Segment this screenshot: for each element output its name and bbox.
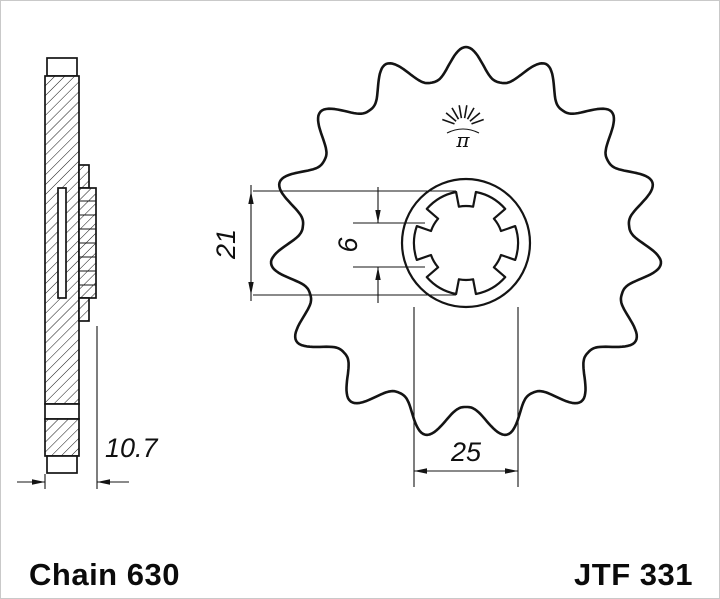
- spline-bore: [412, 190, 520, 296]
- hub-circle: [400, 177, 532, 309]
- front-view: [269, 45, 663, 437]
- arrowhead: [248, 191, 254, 204]
- arrowhead: [375, 210, 381, 223]
- arrowhead: [414, 468, 427, 474]
- logo-ray: [442, 118, 455, 125]
- side-spline-serrations: [79, 200, 96, 286]
- side-bottom-tooth: [46, 455, 78, 474]
- logo-ray: [469, 112, 481, 122]
- dim-bore-diameter-label: 25: [450, 437, 482, 467]
- logo-ray: [451, 107, 460, 120]
- dimension-bore-diameter: 25: [413, 307, 519, 487]
- side-hub-step-top: [78, 164, 90, 189]
- arrowhead: [375, 267, 381, 280]
- chain-label: Chain 630: [29, 557, 180, 592]
- dim-hub-width-label: 10.7: [105, 433, 159, 463]
- dimension-hub-width: 10.7: [17, 326, 159, 489]
- arrowhead: [32, 479, 45, 485]
- dim-inner-diameter-label: 21: [211, 229, 241, 260]
- side-plate-lower: [44, 418, 80, 457]
- sprocket-outline: [269, 45, 663, 437]
- dimension-inner-diameter: 21: [211, 185, 456, 301]
- arrowhead: [97, 479, 110, 485]
- logo-ray: [458, 105, 463, 119]
- logo-ray: [471, 118, 484, 125]
- side-view-section: [44, 57, 97, 474]
- logo-pi-symbol: π: [455, 128, 470, 152]
- side-hub-step-bottom: [78, 297, 90, 322]
- logo-arc: [446, 128, 480, 134]
- side-bore-section: [57, 187, 67, 299]
- dim-spline-width-label: 6: [333, 237, 363, 253]
- logo-ray: [463, 105, 468, 119]
- logo-ray: [466, 107, 475, 120]
- side-top-tooth: [46, 57, 78, 77]
- arrowhead: [248, 282, 254, 295]
- dimension-spline-width: 6: [333, 187, 425, 303]
- side-root-band: [44, 403, 80, 420]
- part-number: JTF 331: [574, 557, 693, 592]
- jt-rising-sun-logo: π: [442, 105, 484, 152]
- arrowhead: [505, 468, 518, 474]
- logo-ray: [445, 112, 457, 122]
